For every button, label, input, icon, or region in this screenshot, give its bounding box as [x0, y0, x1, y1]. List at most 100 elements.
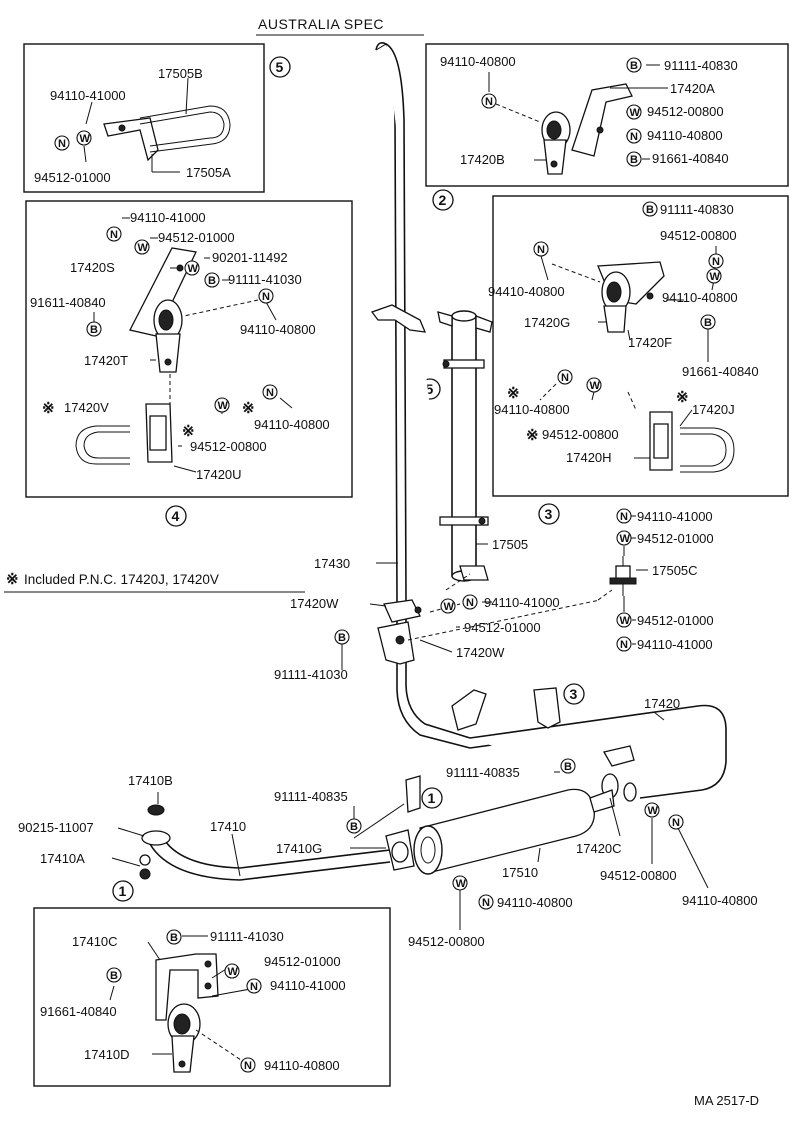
symbol-w-box5: W — [76, 130, 92, 146]
symbol-b-lower-l: B — [346, 818, 362, 834]
label-94110-41000-r1: 94110-41000 — [637, 509, 713, 524]
svg-text:W: W — [710, 271, 721, 283]
label-17420W-b: 17420W — [456, 645, 505, 660]
svg-text:※: ※ — [526, 427, 539, 444]
label-17420T: 17420T — [84, 353, 128, 368]
group-number-4-box: 4 — [165, 505, 187, 527]
box2-hanger — [541, 83, 633, 175]
label-17420B: 17420B — [460, 152, 505, 167]
included-note: Included P.N.C. 17420J, 17420V — [24, 572, 219, 587]
svg-text:W: W — [444, 601, 455, 613]
label-91111-40835-l: 91111-40835 — [274, 789, 348, 804]
svg-text:B: B — [110, 970, 118, 982]
label-94110-41000-box4: 94110-41000 — [130, 210, 206, 225]
label-17505B: 17505B — [158, 66, 203, 81]
svg-text:W: W — [456, 878, 467, 890]
symbol-b-box2a: B — [626, 57, 642, 73]
symbol-w-box3b: W — [586, 377, 602, 393]
symbol-n-box2b: N — [626, 128, 642, 144]
symbol-n-box5: N — [54, 135, 70, 151]
label-94110-40800-box4b: 94110-40800 — [254, 417, 330, 432]
symbol-w-box4a: W — [134, 239, 150, 255]
center-pipe-17420 — [451, 687, 727, 802]
label-17430: 17430 — [314, 556, 350, 571]
svg-text:W: W — [620, 615, 631, 627]
label-94512-01000-r2: 94512-01000 — [637, 613, 714, 628]
svg-text:N: N — [630, 131, 638, 143]
label-94110-41000-box5: 94110-41000 — [50, 88, 126, 103]
symbol-b-box4a: B — [204, 272, 220, 288]
symbol-n-box3b: N — [708, 253, 724, 269]
symbol-b-box3a: B — [642, 201, 658, 217]
label-94512-01000-r1: 94512-01000 — [637, 531, 714, 546]
box1-hanger — [155, 953, 219, 1073]
group-number-3-main: 3 — [563, 683, 585, 705]
label-94512-00800-mid2: 94512-00800 — [408, 934, 485, 949]
label-17420J: 17420J — [692, 402, 735, 417]
label-17410A: 17410A — [40, 851, 85, 866]
label-94512-00800-box2: 94512-00800 — [647, 104, 724, 119]
svg-text:W: W — [648, 805, 659, 817]
label-91111-40830-box2: 91111-40830 — [664, 58, 738, 73]
svg-text:N: N — [250, 981, 258, 993]
symbol-n-box1a: N — [246, 978, 262, 994]
svg-text:1: 1 — [119, 883, 127, 899]
symbol-n-box3a: N — [533, 241, 549, 257]
label-17420G: 17420G — [524, 315, 570, 330]
box5-clamp — [103, 105, 231, 162]
symbol-w-lower-a: W — [644, 802, 660, 818]
svg-text:N: N — [244, 1060, 252, 1072]
symbol-b-lower-r: B — [560, 758, 576, 774]
svg-text:W: W — [228, 966, 239, 978]
symbol-w-box3a: W — [706, 268, 722, 284]
symbol-b-box3b: B — [700, 314, 716, 330]
label-94512-00800-box3b: 94512-00800 — [542, 427, 619, 442]
symbol-n-box4a: N — [106, 226, 122, 242]
svg-text:5: 5 — [276, 59, 284, 75]
label-94110-40800-box1: 94110-40800 — [264, 1058, 340, 1073]
label-91111-41030-box1: 91111-41030 — [210, 929, 284, 944]
symbol-b-box4b: B — [86, 321, 102, 337]
svg-text:W: W — [188, 263, 199, 275]
exhaust-pipe-17430 — [370, 42, 471, 749]
group-number-5-top: 5 — [269, 56, 291, 78]
label-94110-40800-box3b: 94110-40800 — [494, 402, 570, 417]
detail-box-4 — [25, 200, 353, 498]
label-17420S: 17420S — [70, 260, 115, 275]
label-94110-41000-mid: 94110-41000 — [484, 595, 560, 610]
symbol-b-mid: B — [334, 629, 350, 645]
fastener-symbols: N W N B W N B N W W B B N W N B N N W B … — [54, 57, 724, 1073]
symbol-n-box2a: N — [481, 93, 497, 109]
symbol-w-box1: W — [224, 963, 240, 979]
svg-text:B: B — [90, 324, 98, 336]
symbol-w-box2: W — [626, 104, 642, 120]
label-91661-40840-box3: 91661-40840 — [682, 364, 759, 379]
label-90201-11492: 90201-11492 — [212, 250, 288, 265]
label-94512-01000-box4: 94512-01000 — [158, 230, 235, 245]
group-number-1-box: 1 — [112, 880, 134, 902]
symbol-b-box1a: B — [166, 929, 182, 945]
box4-hanger — [75, 247, 197, 465]
group-number-2: 2 — [432, 189, 454, 211]
svg-text:B: B — [630, 60, 638, 72]
svg-text:N: N — [266, 387, 274, 399]
svg-text:N: N — [58, 138, 66, 150]
label-94512-00800-box4: 94512-00800 — [190, 439, 267, 454]
label-17505A: 17505A — [186, 165, 231, 180]
symbol-n-mid: N — [462, 594, 478, 610]
tail-pipe-17505 — [437, 310, 493, 582]
svg-text:※: ※ — [242, 400, 255, 417]
label-17505: 17505 — [492, 537, 528, 552]
svg-text:5: 5 — [426, 381, 434, 397]
group-number-1-main: 1 — [421, 787, 443, 809]
label-17420W-a: 17420W — [290, 596, 339, 611]
svg-text:B: B — [170, 932, 178, 944]
label-17510: 17510 — [502, 865, 538, 880]
front-pipe-17410 — [139, 775, 421, 881]
svg-text:3: 3 — [570, 686, 578, 702]
label-17410D: 17410D — [84, 1047, 130, 1062]
spec-title: AUSTRALIA SPEC — [258, 16, 384, 32]
label-94512-00800-box3: 94512-00800 — [660, 228, 737, 243]
detail-box-5 — [23, 43, 265, 193]
